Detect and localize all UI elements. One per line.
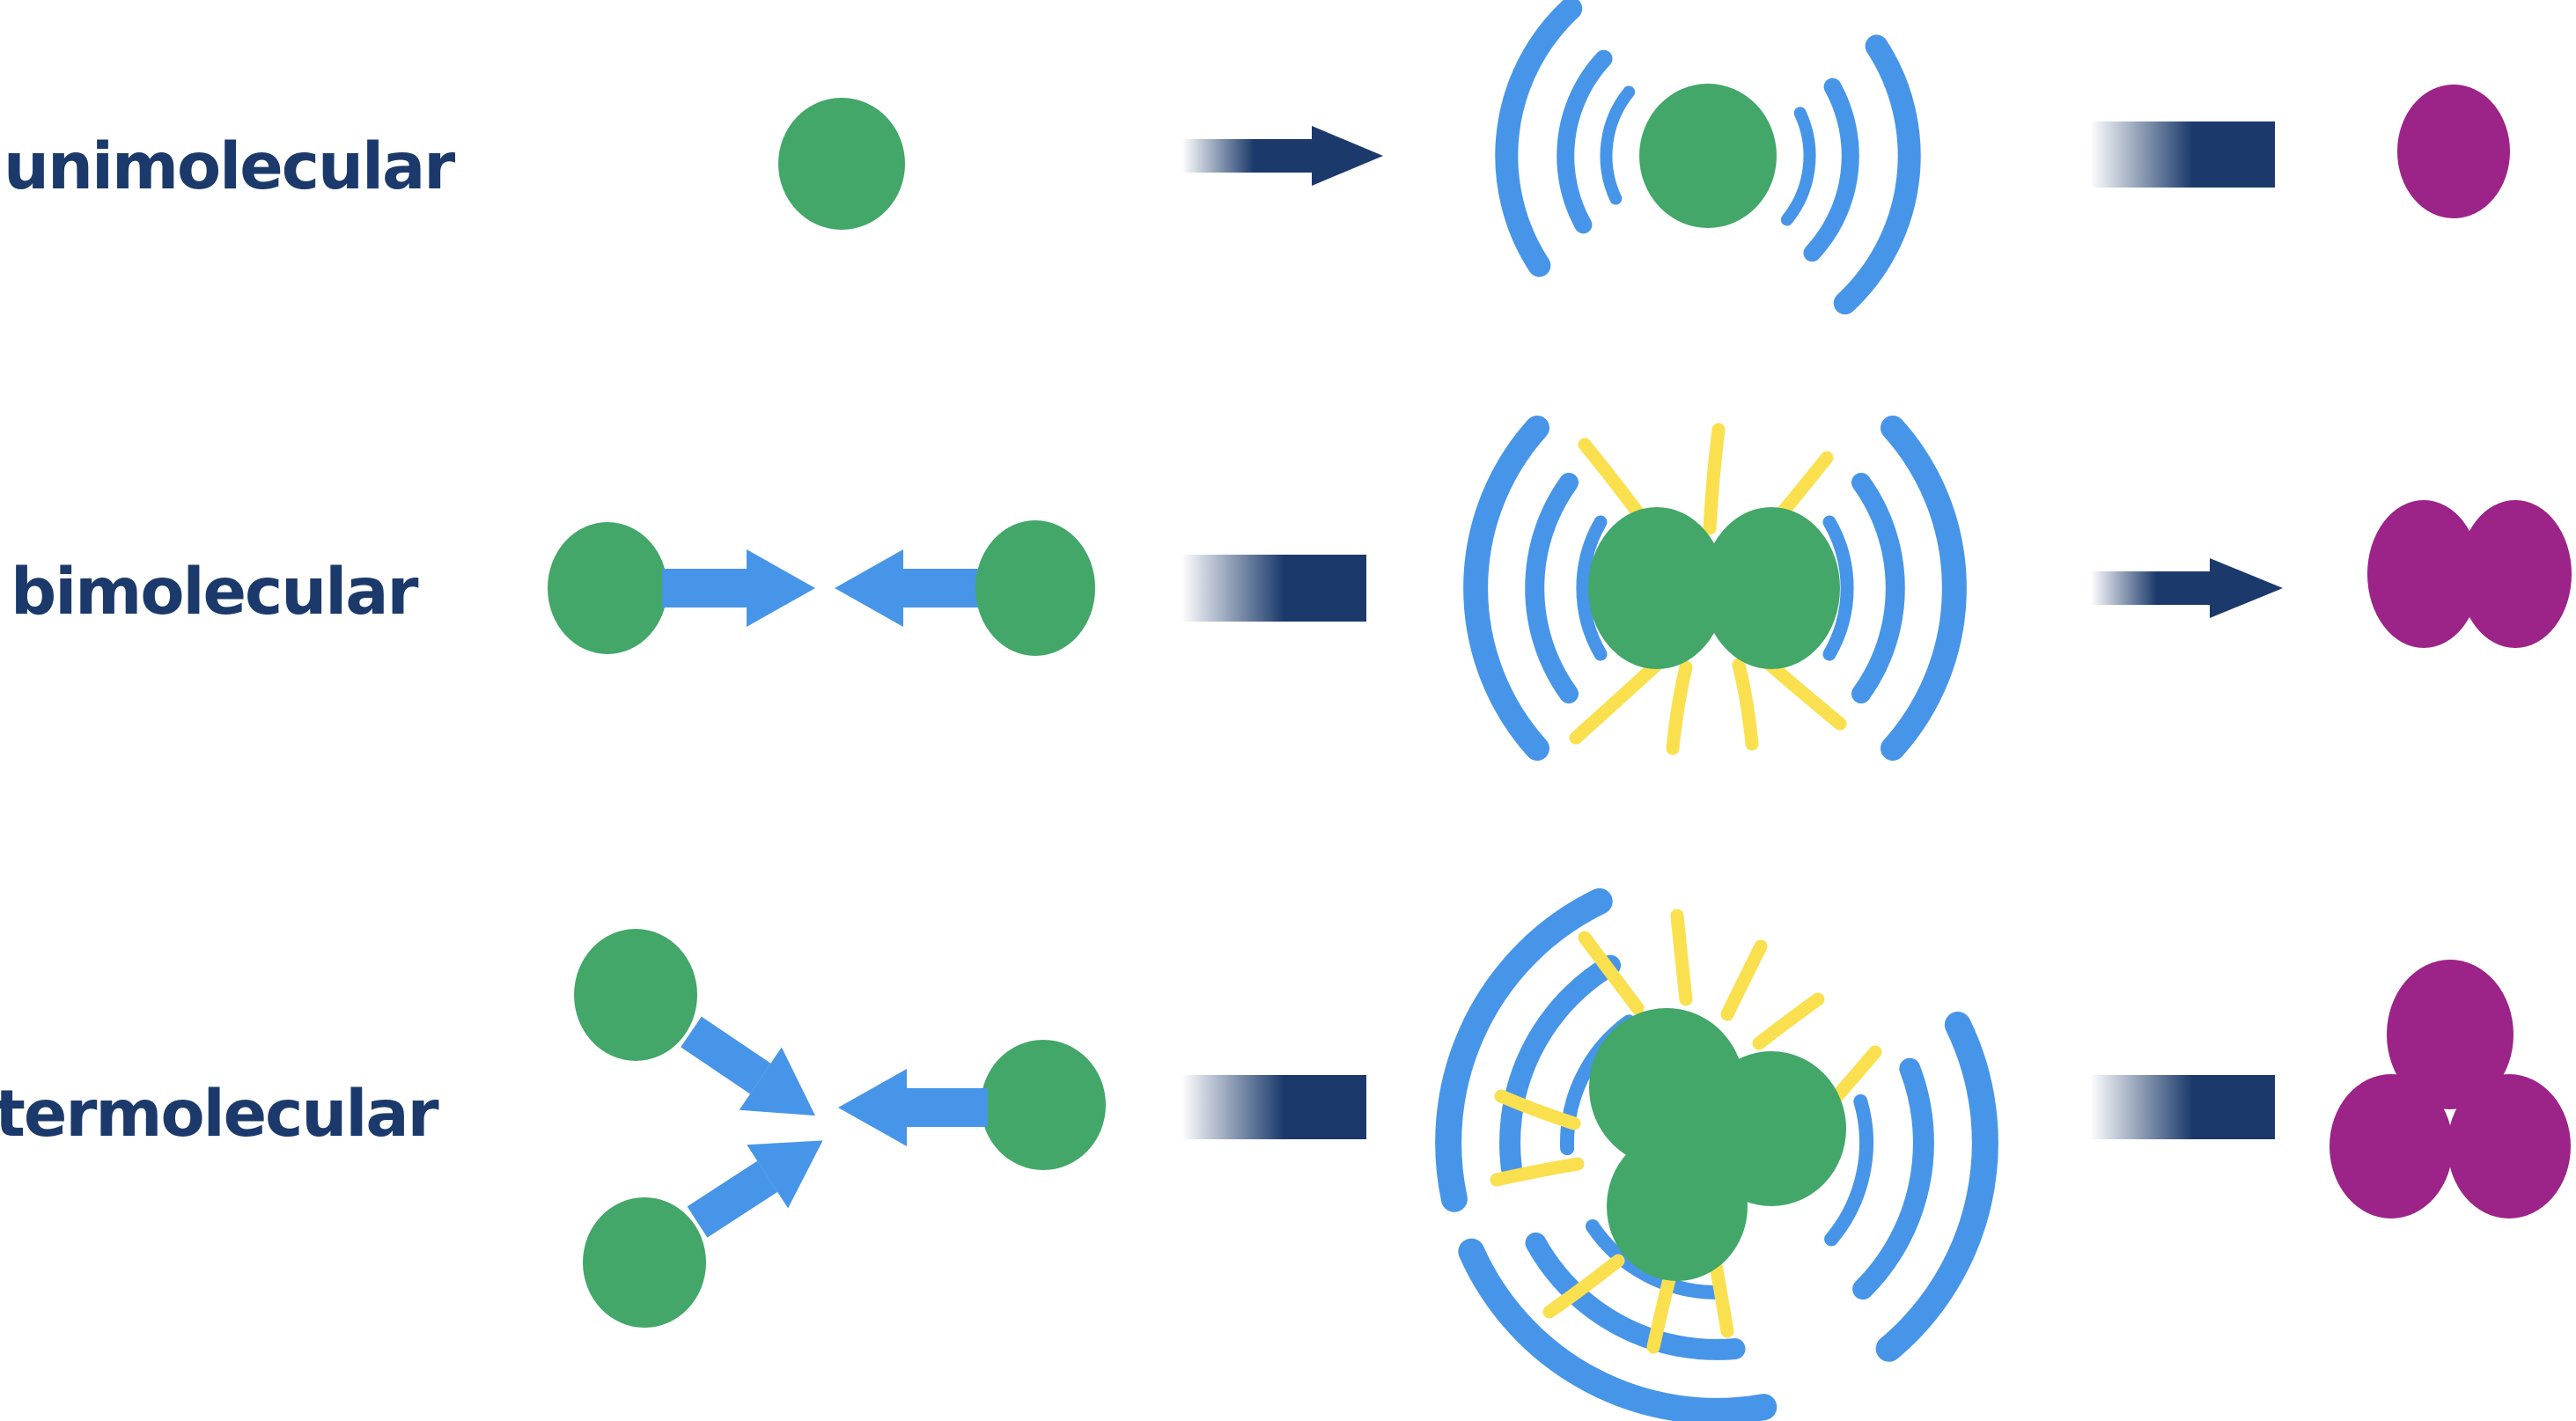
reactant-molecule bbox=[975, 520, 1095, 656]
shockwave-arc bbox=[1780, 107, 1816, 226]
row-unimolecular: unimolecular bbox=[4, 0, 2510, 315]
row-label-termolecular: termolecular bbox=[0, 1077, 439, 1152]
energy-spark bbox=[1732, 658, 1759, 751]
activated-molecule bbox=[1588, 507, 1726, 669]
shockwave-arc bbox=[1458, 1238, 1777, 1421]
activated-molecule bbox=[1607, 1131, 1748, 1281]
activated-complex bbox=[1495, 0, 1921, 315]
shockwave-arc bbox=[1880, 416, 1967, 761]
reactant-molecule bbox=[981, 1040, 1106, 1170]
shockwave-arc bbox=[1463, 416, 1549, 761]
energy-spark bbox=[1578, 931, 1645, 1015]
shockwave-arc bbox=[1852, 1057, 1934, 1300]
collision-arrow-body bbox=[903, 569, 988, 607]
reaction-arrow-tail bbox=[1183, 139, 1312, 173]
fading-bar-connector bbox=[1183, 1075, 1366, 1139]
energy-spark bbox=[1569, 655, 1667, 745]
product-molecule-pair bbox=[2367, 500, 2572, 648]
energy-spark bbox=[1542, 1254, 1625, 1319]
activated-molecule bbox=[1703, 507, 1840, 669]
shockwave-arc bbox=[1495, 0, 1583, 277]
shockwave-arc bbox=[1499, 954, 1622, 1179]
shockwave-arc bbox=[1822, 515, 1854, 661]
shockwave-arc bbox=[1525, 473, 1579, 703]
energy-spark bbox=[1752, 992, 1825, 1050]
shockwave-arc bbox=[1803, 77, 1859, 262]
energy-spark bbox=[1494, 1089, 1581, 1130]
product-molecule bbox=[2459, 500, 2572, 648]
collision-arrow-upright bbox=[687, 1140, 823, 1238]
fading-bar-connector bbox=[2092, 1075, 2275, 1139]
activated-complex bbox=[1463, 416, 1967, 761]
collision-arrow-downright bbox=[681, 1016, 815, 1116]
activated-molecule bbox=[1639, 84, 1777, 228]
reaction-arrow bbox=[2092, 558, 2283, 618]
row-bimolecular: bimolecular bbox=[11, 416, 2572, 761]
reaction-arrow-tail bbox=[2092, 571, 2210, 605]
shockwave-arc bbox=[1585, 1219, 1725, 1300]
shockwave-arc bbox=[1525, 1232, 1746, 1360]
reactant-molecule bbox=[778, 98, 905, 230]
activated-complex bbox=[1435, 887, 1998, 1421]
shockwave-arc bbox=[1824, 1093, 1873, 1247]
shockwave-arc bbox=[1833, 34, 1921, 315]
shockwave-arc bbox=[1557, 49, 1613, 234]
fading-bar-connector bbox=[2092, 121, 2275, 188]
product-molecule bbox=[2447, 1074, 2571, 1219]
product-molecule bbox=[2387, 960, 2513, 1109]
product-molecule-trefoil bbox=[2329, 960, 2571, 1219]
energy-spark bbox=[1490, 1157, 1585, 1187]
collision-arrow-head bbox=[747, 1140, 823, 1209]
collision-arrow-head bbox=[838, 1069, 907, 1146]
row-label-unimolecular: unimolecular bbox=[4, 129, 455, 204]
row-termolecular: termolecular bbox=[0, 887, 2571, 1421]
collision-arrow-head bbox=[739, 1047, 815, 1116]
collision-arrow-head bbox=[747, 549, 815, 627]
collision-arrow-head bbox=[835, 549, 903, 627]
shockwave-arc bbox=[1435, 887, 1613, 1212]
reaction-arrow-head bbox=[1312, 126, 1383, 186]
shockwave-arc bbox=[1851, 473, 1905, 703]
collision-arrow-left bbox=[838, 1069, 988, 1146]
reactant-molecule bbox=[548, 522, 667, 654]
collision-arrow-body bbox=[662, 569, 747, 607]
reactant-molecule bbox=[583, 1197, 706, 1328]
energy-spark bbox=[1703, 423, 1726, 535]
energy-spark bbox=[1670, 909, 1693, 1006]
product-molecule bbox=[2329, 1074, 2453, 1219]
energy-spark bbox=[1708, 1254, 1734, 1338]
energy-spark bbox=[1720, 939, 1768, 1021]
product-molecule bbox=[2397, 85, 2510, 218]
collision-arrow-left bbox=[835, 549, 988, 627]
shockwave-arc bbox=[1600, 85, 1636, 205]
fading-bar-connector bbox=[1183, 555, 1366, 622]
energy-spark bbox=[1666, 660, 1693, 755]
reaction-arrow bbox=[1183, 126, 1383, 186]
shockwave-arc bbox=[1875, 1012, 1998, 1362]
collision-arrow-body bbox=[681, 1016, 771, 1094]
energy-spark bbox=[1758, 653, 1847, 731]
product-molecule bbox=[2367, 500, 2480, 648]
collision-arrow-body bbox=[687, 1160, 778, 1238]
collision-arrow-body bbox=[907, 1088, 988, 1127]
row-label-bimolecular: bimolecular bbox=[11, 555, 419, 630]
collision-arrow-right bbox=[662, 549, 815, 627]
reaction-arrow-head bbox=[2210, 558, 2283, 618]
shockwave-arc bbox=[1576, 515, 1608, 661]
reactant-molecule bbox=[574, 929, 697, 1061]
